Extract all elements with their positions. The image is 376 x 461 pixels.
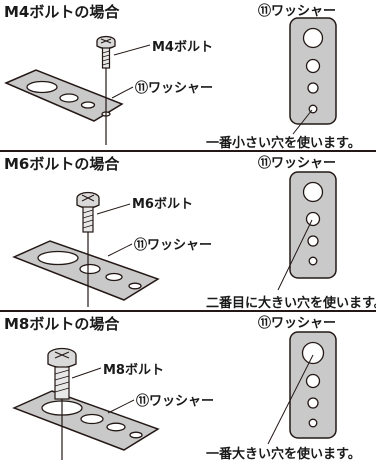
washer-title: ⑪ワッシャー xyxy=(258,316,337,331)
bolt-label: M4ボルト xyxy=(152,40,213,55)
m6-illustration xyxy=(12,171,337,307)
section-m6: M6ボルトの場合 ⑪ワッシャー M6ボルト ⑪ワッシャー 二番目に大きい穴を使い… xyxy=(0,152,376,310)
bolt-label: M6ボルト xyxy=(132,197,193,212)
bolt-icon xyxy=(47,347,77,460)
section-title: M8ボルトの場合 xyxy=(4,315,120,333)
section-title: M4ボルトの場合 xyxy=(4,3,120,21)
washer-card-icon xyxy=(289,331,337,439)
washer-label: ⑪ワッシャー xyxy=(134,238,213,253)
bolt-label: M8ボルト xyxy=(103,363,164,378)
washer-card-icon xyxy=(289,17,337,125)
section-title: M6ボルトの場合 xyxy=(4,155,120,173)
m8-illustration xyxy=(12,331,337,460)
section-divider xyxy=(0,310,376,312)
caption: 二番目に大きい穴を使います。 xyxy=(206,296,376,310)
washer-card-icon xyxy=(289,171,337,279)
caption: 一番大きい穴を使います。 xyxy=(206,447,361,461)
m4-illustration xyxy=(4,17,337,145)
bolt-icon xyxy=(96,35,116,145)
section-m4: M4ボルトの場合 ⑪ワッシャー M4ボルト ⑪ワッシャー 一番小さい穴を使います… xyxy=(0,0,376,150)
washer-label: ⑪ワッシャー xyxy=(136,394,215,409)
washer-label: ⑪ワッシャー xyxy=(135,81,214,96)
washer-title: ⑪ワッシャー xyxy=(258,4,337,19)
section-m8: M8ボルトの場合 ⑪ワッシャー M8ボルト ⑪ワッシャー 一番大きい穴を使います… xyxy=(0,312,376,461)
washer-title: ⑪ワッシャー xyxy=(258,156,337,171)
washer-plate-icon xyxy=(4,69,124,122)
section-divider xyxy=(0,150,376,152)
bolt-icon xyxy=(76,191,100,307)
washer-plate-icon xyxy=(12,240,160,301)
caption: 一番小さい穴を使います。 xyxy=(206,136,361,150)
